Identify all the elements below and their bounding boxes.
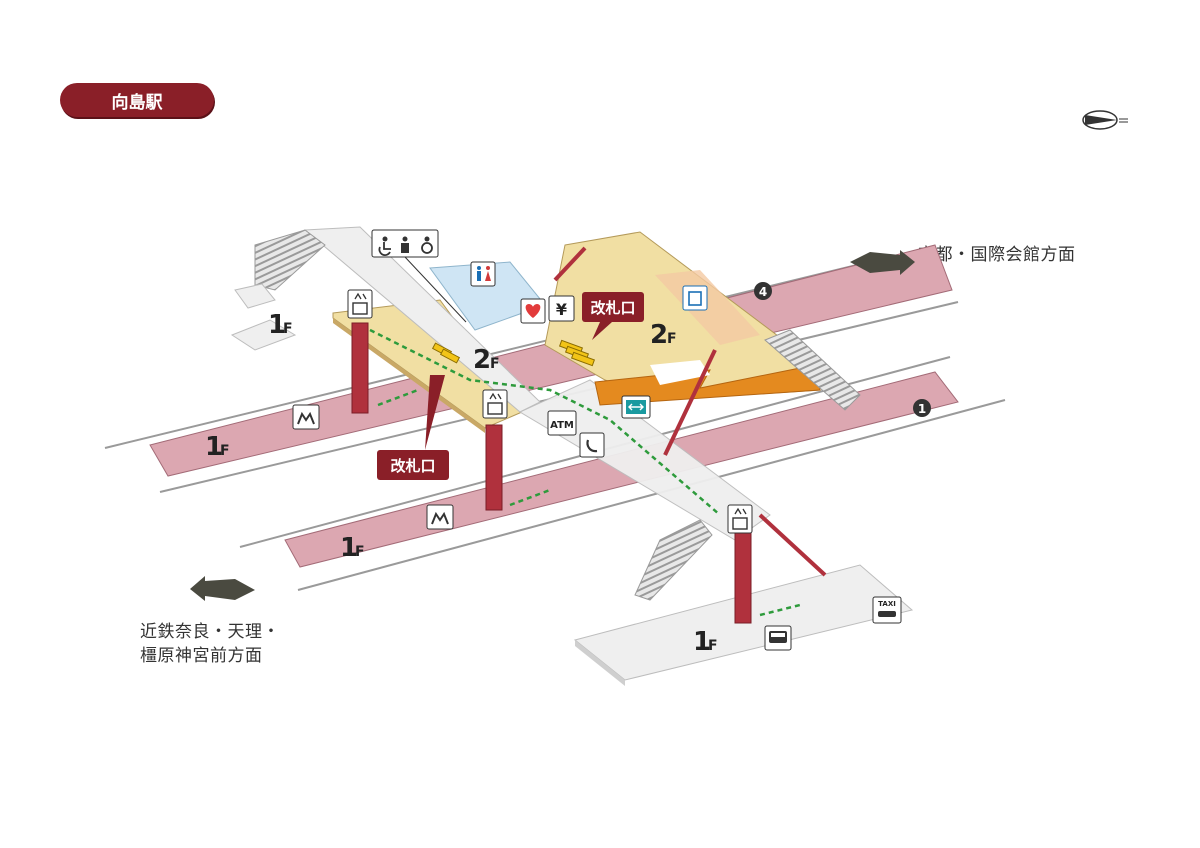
elevator-icon-west [347,289,373,319]
elevator-icon-center [482,389,508,419]
svg-text:F: F [490,356,500,372]
svg-text:1: 1 [340,533,358,563]
aed-icon [520,298,546,324]
svg-text:F: F [708,638,718,654]
floor-label-1f-upper-platform: 1 F [205,432,230,462]
floor-label-1f-south: 1 F [693,627,718,657]
ticket-gate-label-west: 改札口 [377,375,449,480]
stairs-east [764,329,861,411]
escalators [553,246,827,577]
accessible-route [369,328,801,617]
overpass-walkway [303,226,771,541]
fare-adjustment-icon: ¥ [548,295,575,322]
bus-icon [764,625,792,651]
stairs-northwest [230,229,326,351]
taxi-icon: TAXI [872,596,902,624]
platform-number-1: 1 [913,399,931,417]
ticket-gate-text-east: 改札口 [590,299,635,317]
transfer-icon [621,395,651,419]
direction-label-nara-line2: 橿原神宮前方面 [140,646,263,666]
ticket-gates-west [431,342,461,364]
svg-text:F: F [283,321,293,337]
coin-locker-icon [682,285,708,311]
ticket-gates-east [558,339,596,367]
waiting-room-icon-upper [292,404,320,430]
ticket-gate-label-east: 改札口 [582,292,644,340]
platform-number-4: 4 [754,282,772,300]
station-name: 向島駅 [111,92,163,113]
svg-text:F: F [220,443,230,459]
restroom-icon [470,261,496,287]
svg-text:F: F [355,544,365,560]
svg-text:2: 2 [650,320,668,350]
svg-text:1: 1 [918,402,926,416]
station-name-badge: 向島駅 [60,83,214,117]
svg-text:F: F [667,331,677,347]
arrow-west-icon [190,576,255,601]
svg-text:ATM: ATM [550,420,574,431]
restroom-leader-line [404,256,467,323]
svg-text:1: 1 [205,432,223,462]
floor-label-1f-lower-platform: 1 F [340,533,365,563]
floor-label-2f-west: 2 F [473,345,500,375]
svg-text:4: 4 [759,285,767,299]
svg-text:TAXI: TAXI [878,600,896,608]
direction-label-kyoto: 京都・国際会館方面 [918,245,1076,265]
elevator-icon-south [727,504,753,534]
svg-text:1: 1 [268,310,286,340]
waiting-room-icon-lower [426,504,454,530]
floor-label-1f-northwest: 1 F [268,310,293,340]
ticket-gate-text-west: 改札口 [390,457,435,475]
direction-label-nara-line1: 近鉄奈良・天理・ [140,622,280,642]
support-pillars [351,322,752,624]
compass-icon [1082,110,1128,130]
accessible-facilities-icon [371,229,439,258]
svg-text:2: 2 [473,345,491,375]
floor-label-2f-east: 2 F [650,320,677,350]
svg-text:¥: ¥ [556,300,567,319]
svg-text:1: 1 [693,627,711,657]
stairs-south [634,519,713,601]
arrow-east-icon [850,250,915,275]
atm-icon: ATM [547,410,577,436]
phone-icon [579,432,605,458]
